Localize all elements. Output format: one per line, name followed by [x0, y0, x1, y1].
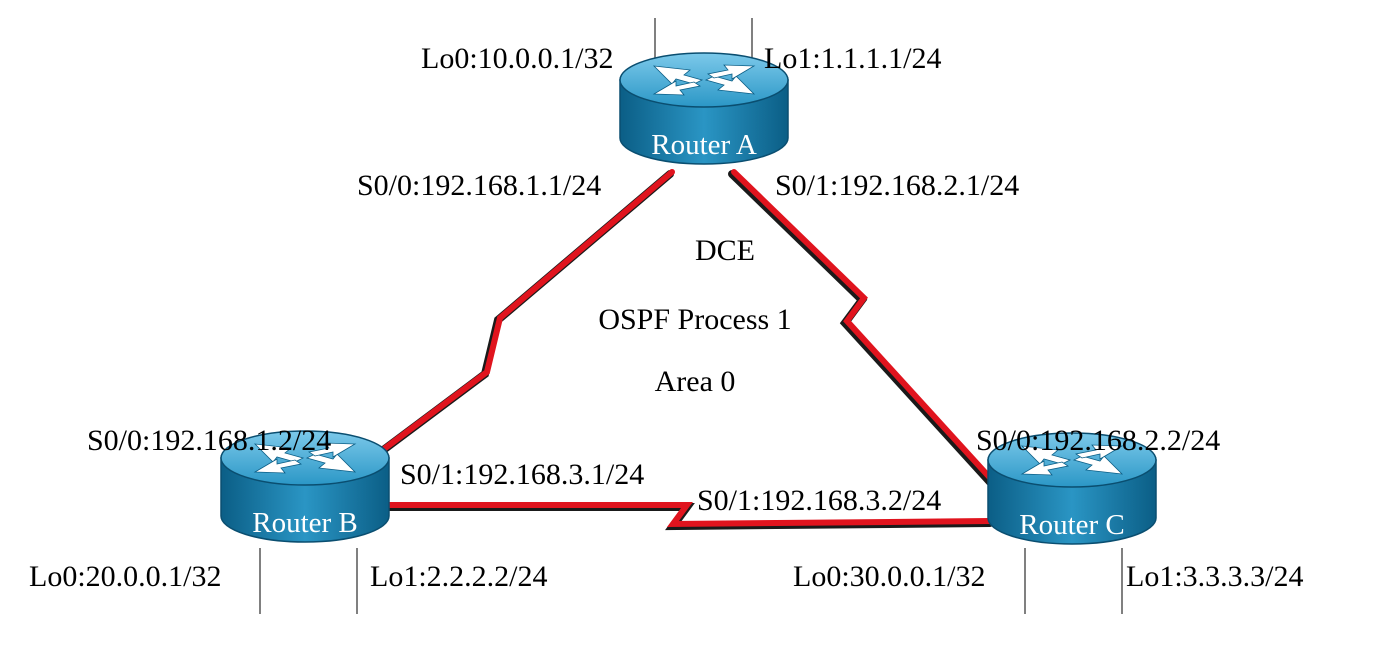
router-a-s00-label: S0/0:192.168.1.1/24	[357, 169, 601, 202]
router-c-s00-label: S0/0:192.168.2.2/24	[976, 424, 1220, 457]
router-b-name: Router B	[252, 507, 358, 539]
area-label: Area 0	[655, 365, 736, 398]
router-b-lo1-label: Lo1:2.2.2.2/24	[370, 560, 548, 593]
router-a[interactable]: Router A	[619, 52, 789, 165]
dce-label: DCE	[695, 234, 755, 267]
link-a-b	[350, 169, 675, 476]
router-a-name: Router A	[651, 129, 757, 161]
router-a-lo0-label: Lo0:10.0.0.1/32	[421, 42, 614, 75]
router-c-lo0-label: Lo0:30.0.0.1/32	[793, 560, 986, 593]
router-c-lo1-label: Lo1:3.3.3.3/24	[1126, 560, 1304, 593]
router-c[interactable]: Router C	[987, 432, 1157, 545]
router-c-s01-label: S0/1:192.168.3.2/24	[697, 484, 941, 517]
router-b[interactable]: Router B	[220, 430, 390, 543]
router-a-s01-label: S0/1:192.168.2.1/24	[775, 169, 1019, 202]
router-b-lo0-label: Lo0:20.0.0.1/32	[29, 560, 222, 593]
serial-links	[350, 169, 995, 531]
router-a-lo1-label: Lo1:1.1.1.1/24	[764, 42, 942, 75]
link-b-c	[384, 502, 994, 531]
router-b-s00-label: S0/0:192.168.1.2/24	[87, 424, 331, 457]
router-b-s01-label: S0/1:192.168.3.1/24	[400, 458, 644, 491]
router-c-name: Router C	[1019, 509, 1125, 541]
ospf-process-label: OSPF Process 1	[598, 303, 791, 336]
link-a-c	[728, 169, 995, 486]
